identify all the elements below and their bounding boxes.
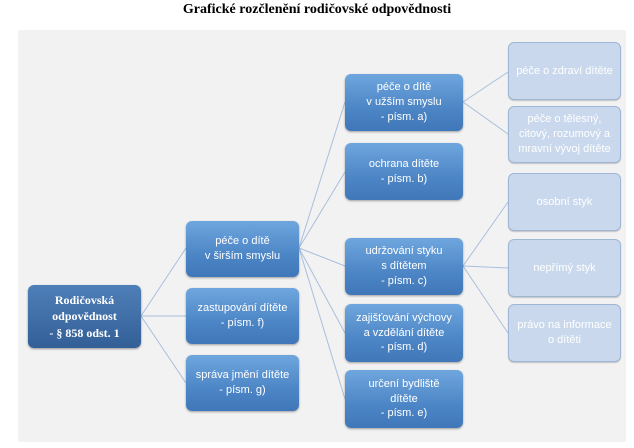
l3-node-information: právo na informace o dítěti (508, 304, 621, 362)
l3-node-health: péče o zdraví dítěte (508, 42, 621, 100)
l3-node-personal-contact: osobní styk (508, 173, 621, 231)
root-node: Rodičovská odpovědnost - § 858 odst. 1 (28, 285, 141, 348)
l3-node-development: péče o tělesný, citový, rozumový a mravn… (508, 106, 621, 163)
l2-node-education: zajišťování výchovy a vzdělání dítěte - … (345, 304, 463, 362)
l1-node-property: správa jmění dítěte - písm. g) (186, 355, 299, 411)
l2-node-contact: udržování styku s dítětem - písm. c) (345, 238, 463, 295)
l2-node-protection: ochrana dítěte - písm. b) (345, 143, 463, 200)
l1-node-care-broad: péče o dítě v širším smyslu (186, 221, 299, 277)
page-title: Grafické rozčlenění rodičovské odpovědno… (182, 2, 452, 17)
l1-node-representation: zastupování dítěte - písm. f) (186, 288, 299, 344)
l3-node-indirect-contact: nepřímý styk (508, 239, 621, 297)
l2-node-care-narrow: péče o dítě v užším smyslu - písm. a) (345, 74, 463, 131)
l2-node-residence: určení bydliště dítěte - písm. e) (345, 370, 463, 428)
